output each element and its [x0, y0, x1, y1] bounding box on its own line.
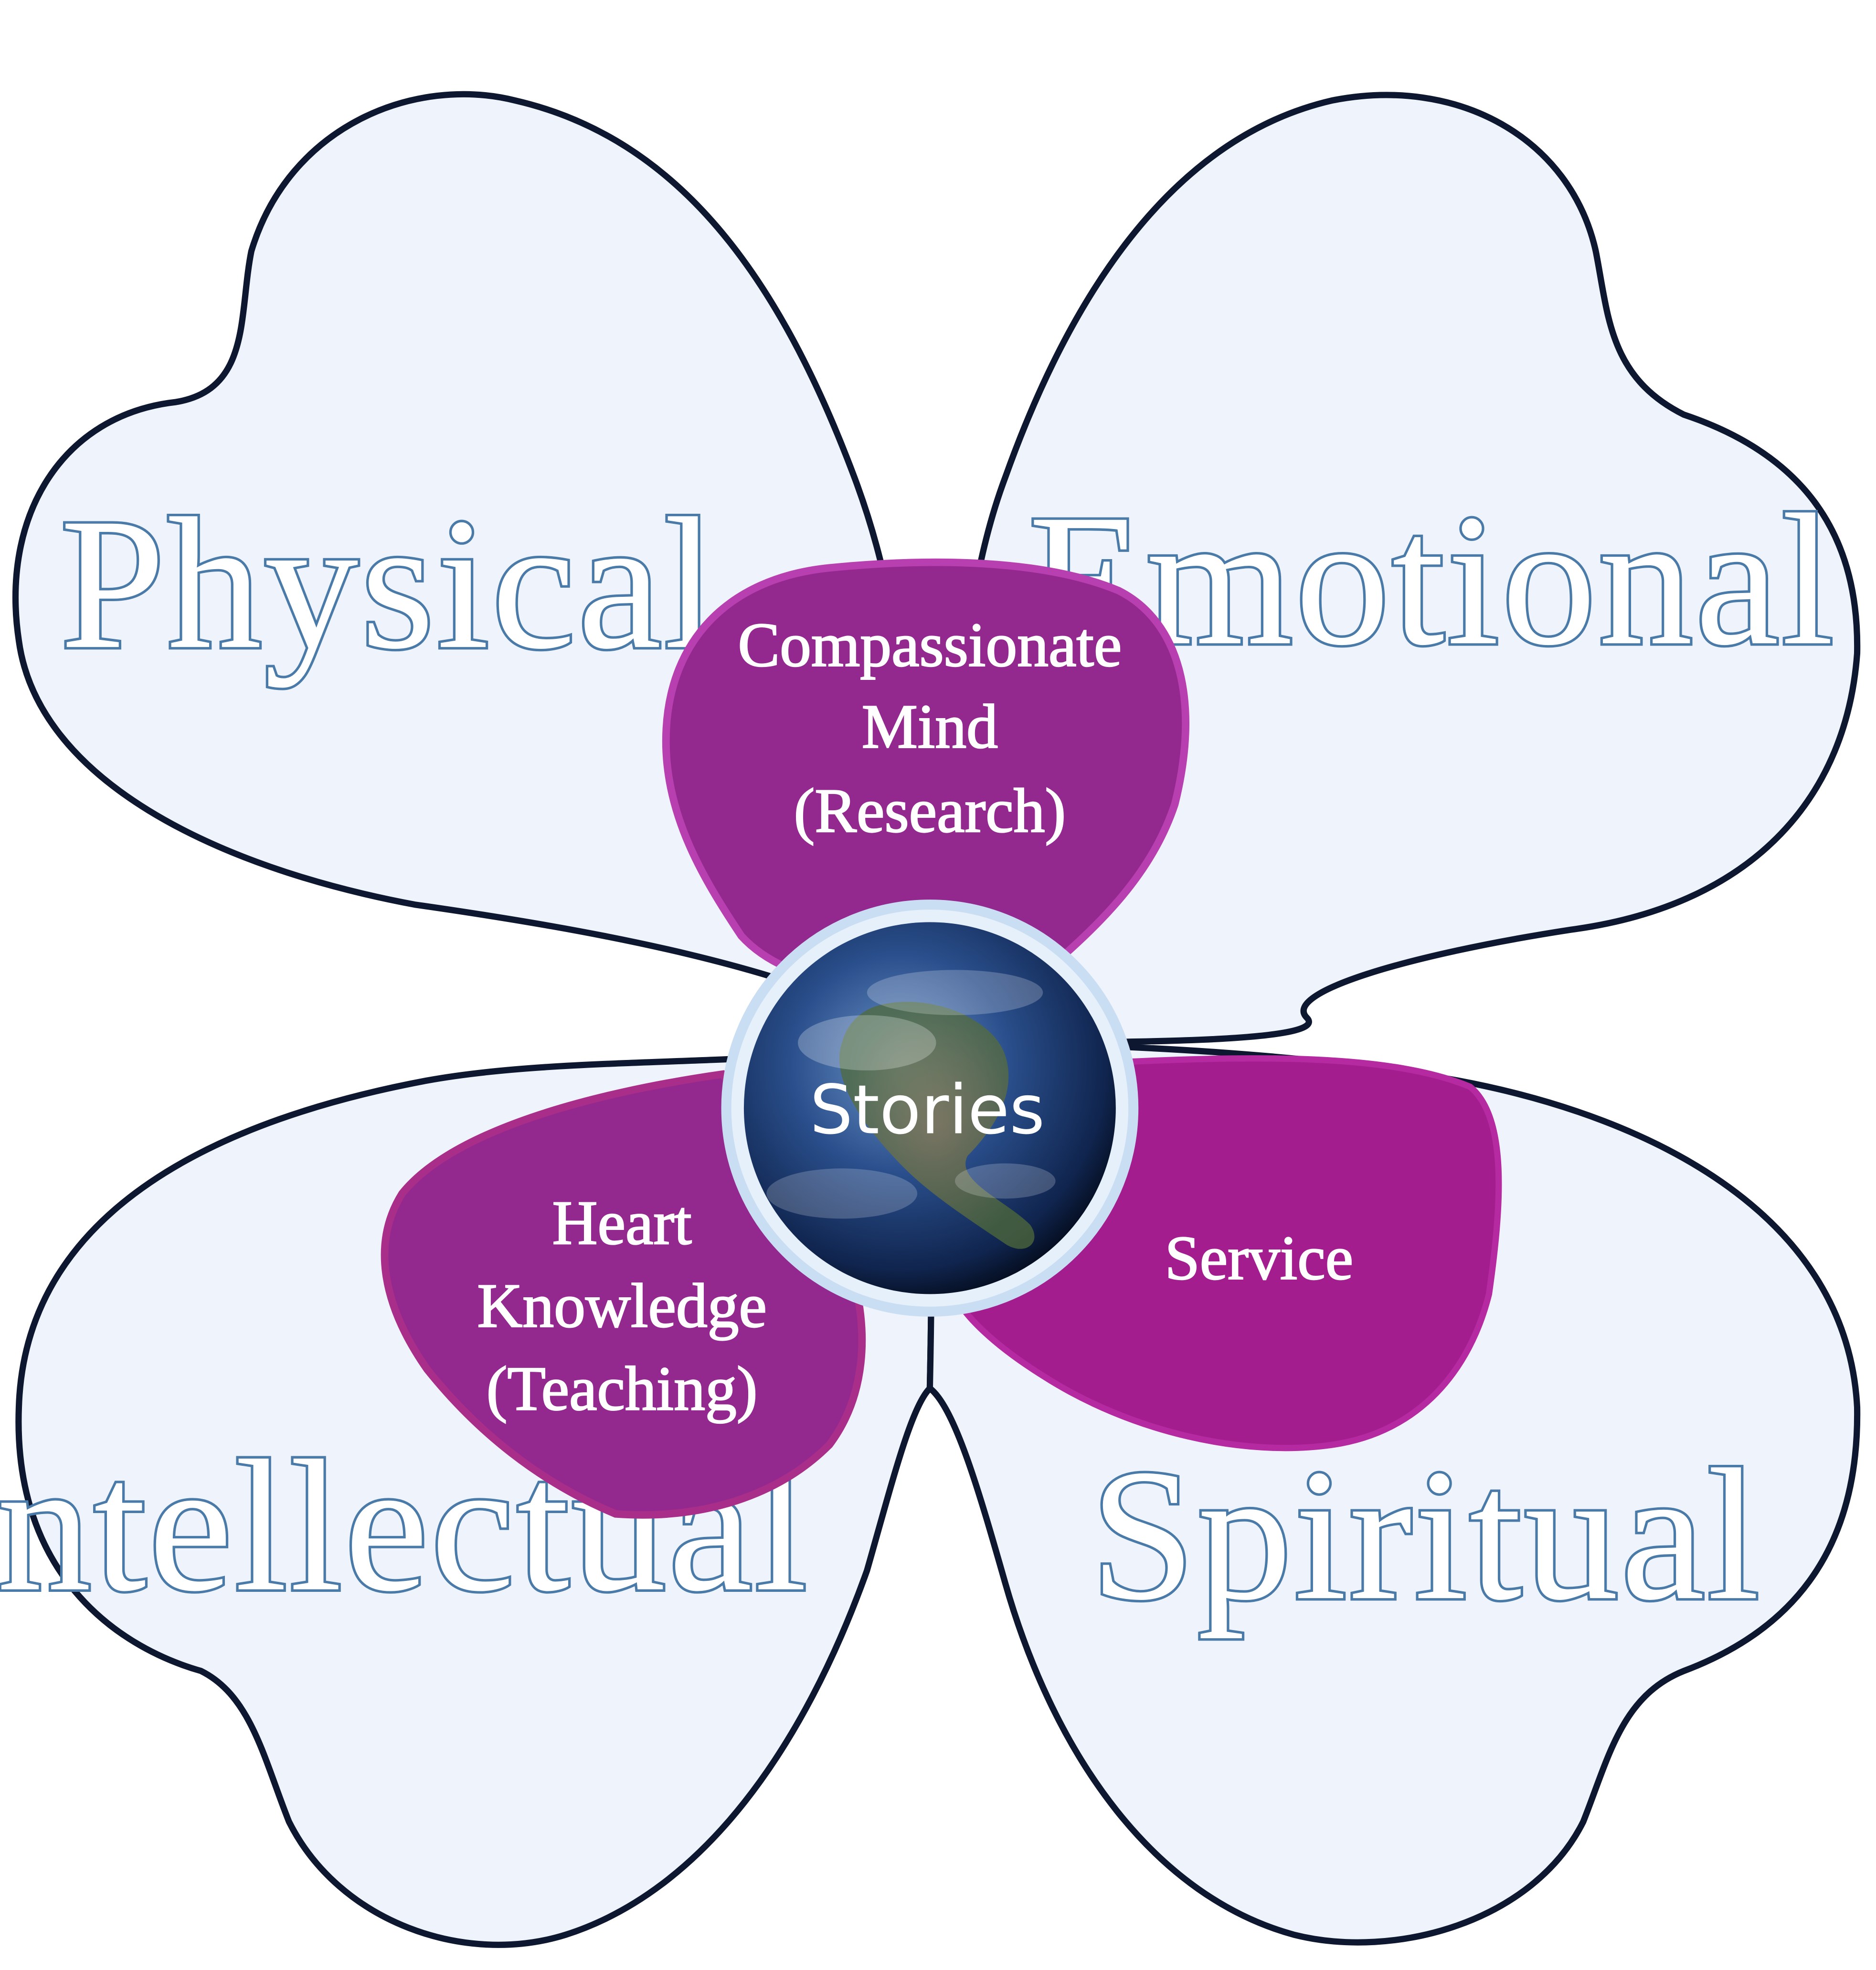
- label-physical: Physical: [60, 479, 719, 688]
- leaves: [12, 91, 1861, 1948]
- center-label-stories: Stories: [810, 1070, 1045, 1150]
- globe-landmass: [839, 1002, 1035, 1249]
- petal-left-line-2: Knowledge: [477, 1271, 767, 1341]
- petal-left-labels: Heart Knowledge (Teaching): [477, 1188, 767, 1424]
- center-globe: Stories: [721, 900, 1139, 1317]
- petal-left-line-3: (Teaching): [487, 1354, 758, 1423]
- petal-right-label: Service: [1165, 1224, 1354, 1293]
- petal-left-line-1: Heart: [552, 1188, 692, 1258]
- petal-top-line-2: Mind: [862, 692, 998, 762]
- label-spiritual: Spiritual: [1090, 1430, 1762, 1639]
- petal-top-labels: Compassionate Mind (Research): [737, 610, 1123, 846]
- petal-top-line-1: Compassionate: [738, 611, 1122, 680]
- petal-top-line-3: (Research): [794, 776, 1066, 846]
